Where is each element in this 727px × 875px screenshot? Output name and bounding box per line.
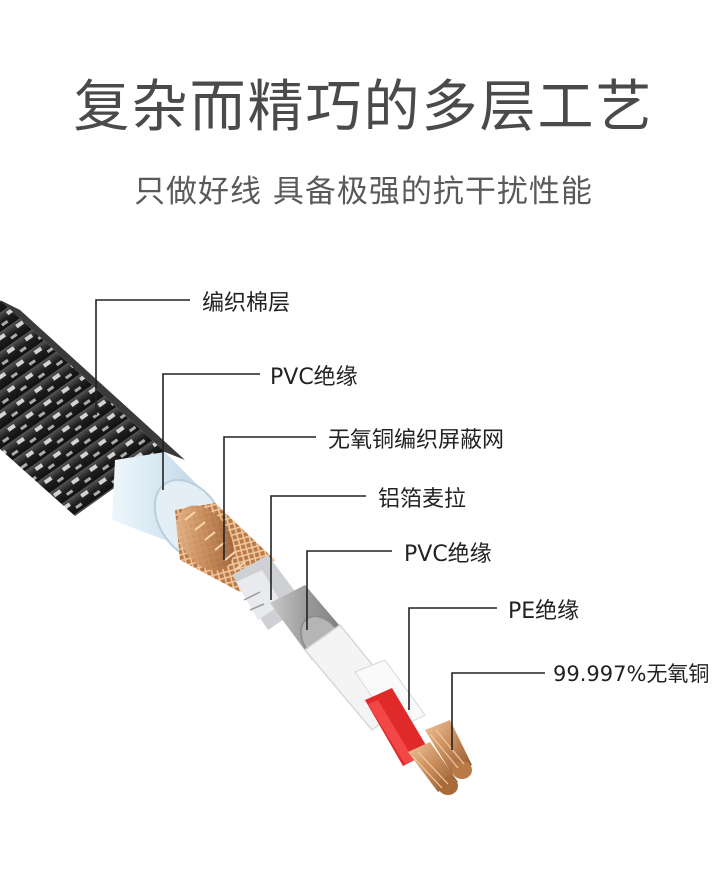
page-title: 复杂而精巧的多层工艺 <box>73 75 654 140</box>
layer-label-braided-cotton: 编织棉层 <box>202 291 291 316</box>
layer-label-foil: 铝箔麦拉 <box>378 487 467 512</box>
leader-line-6 <box>408 607 497 710</box>
leader-line-4 <box>270 495 366 600</box>
copper-core-conductors <box>408 720 472 795</box>
leader-line-7 <box>451 672 545 750</box>
leader-line-5 <box>306 550 392 630</box>
page-subtitle: 只做好线 具备极强的抗干扰性能 <box>134 174 593 210</box>
layer-label-pvc-inner: PVC绝缘 <box>404 542 492 567</box>
layer-label-pe: PE绝缘 <box>508 599 580 624</box>
leader-line-3 <box>223 436 316 560</box>
layer-label-copper-shield: 无氧铜编织屏蔽网 <box>328 428 505 453</box>
layer-label-copper-core: 99.997%无氧铜 <box>553 662 710 686</box>
layer-label-pvc-outer: PVC绝缘 <box>270 365 358 390</box>
leader-lines <box>95 299 545 750</box>
red-conductor <box>365 688 430 766</box>
leader-line-1 <box>95 299 190 415</box>
leader-line-2 <box>162 373 260 490</box>
